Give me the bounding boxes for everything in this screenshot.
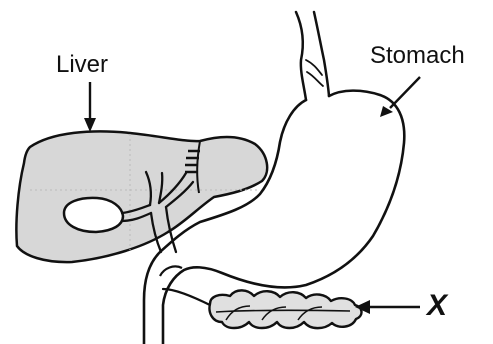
- pancreas: [210, 290, 362, 328]
- liver-arrow: [84, 82, 96, 132]
- liver-label: Liver: [56, 53, 108, 77]
- oesophagus: [296, 12, 329, 100]
- liver-outline: [16, 131, 267, 262]
- pancreas-outline: [210, 290, 362, 328]
- x-label: X: [427, 291, 447, 321]
- x-arrow: [355, 300, 420, 314]
- stomach-label: Stomach: [370, 44, 465, 68]
- liver: [16, 131, 267, 262]
- gall-bladder: [64, 198, 123, 232]
- pancreatic-duct: [163, 289, 212, 306]
